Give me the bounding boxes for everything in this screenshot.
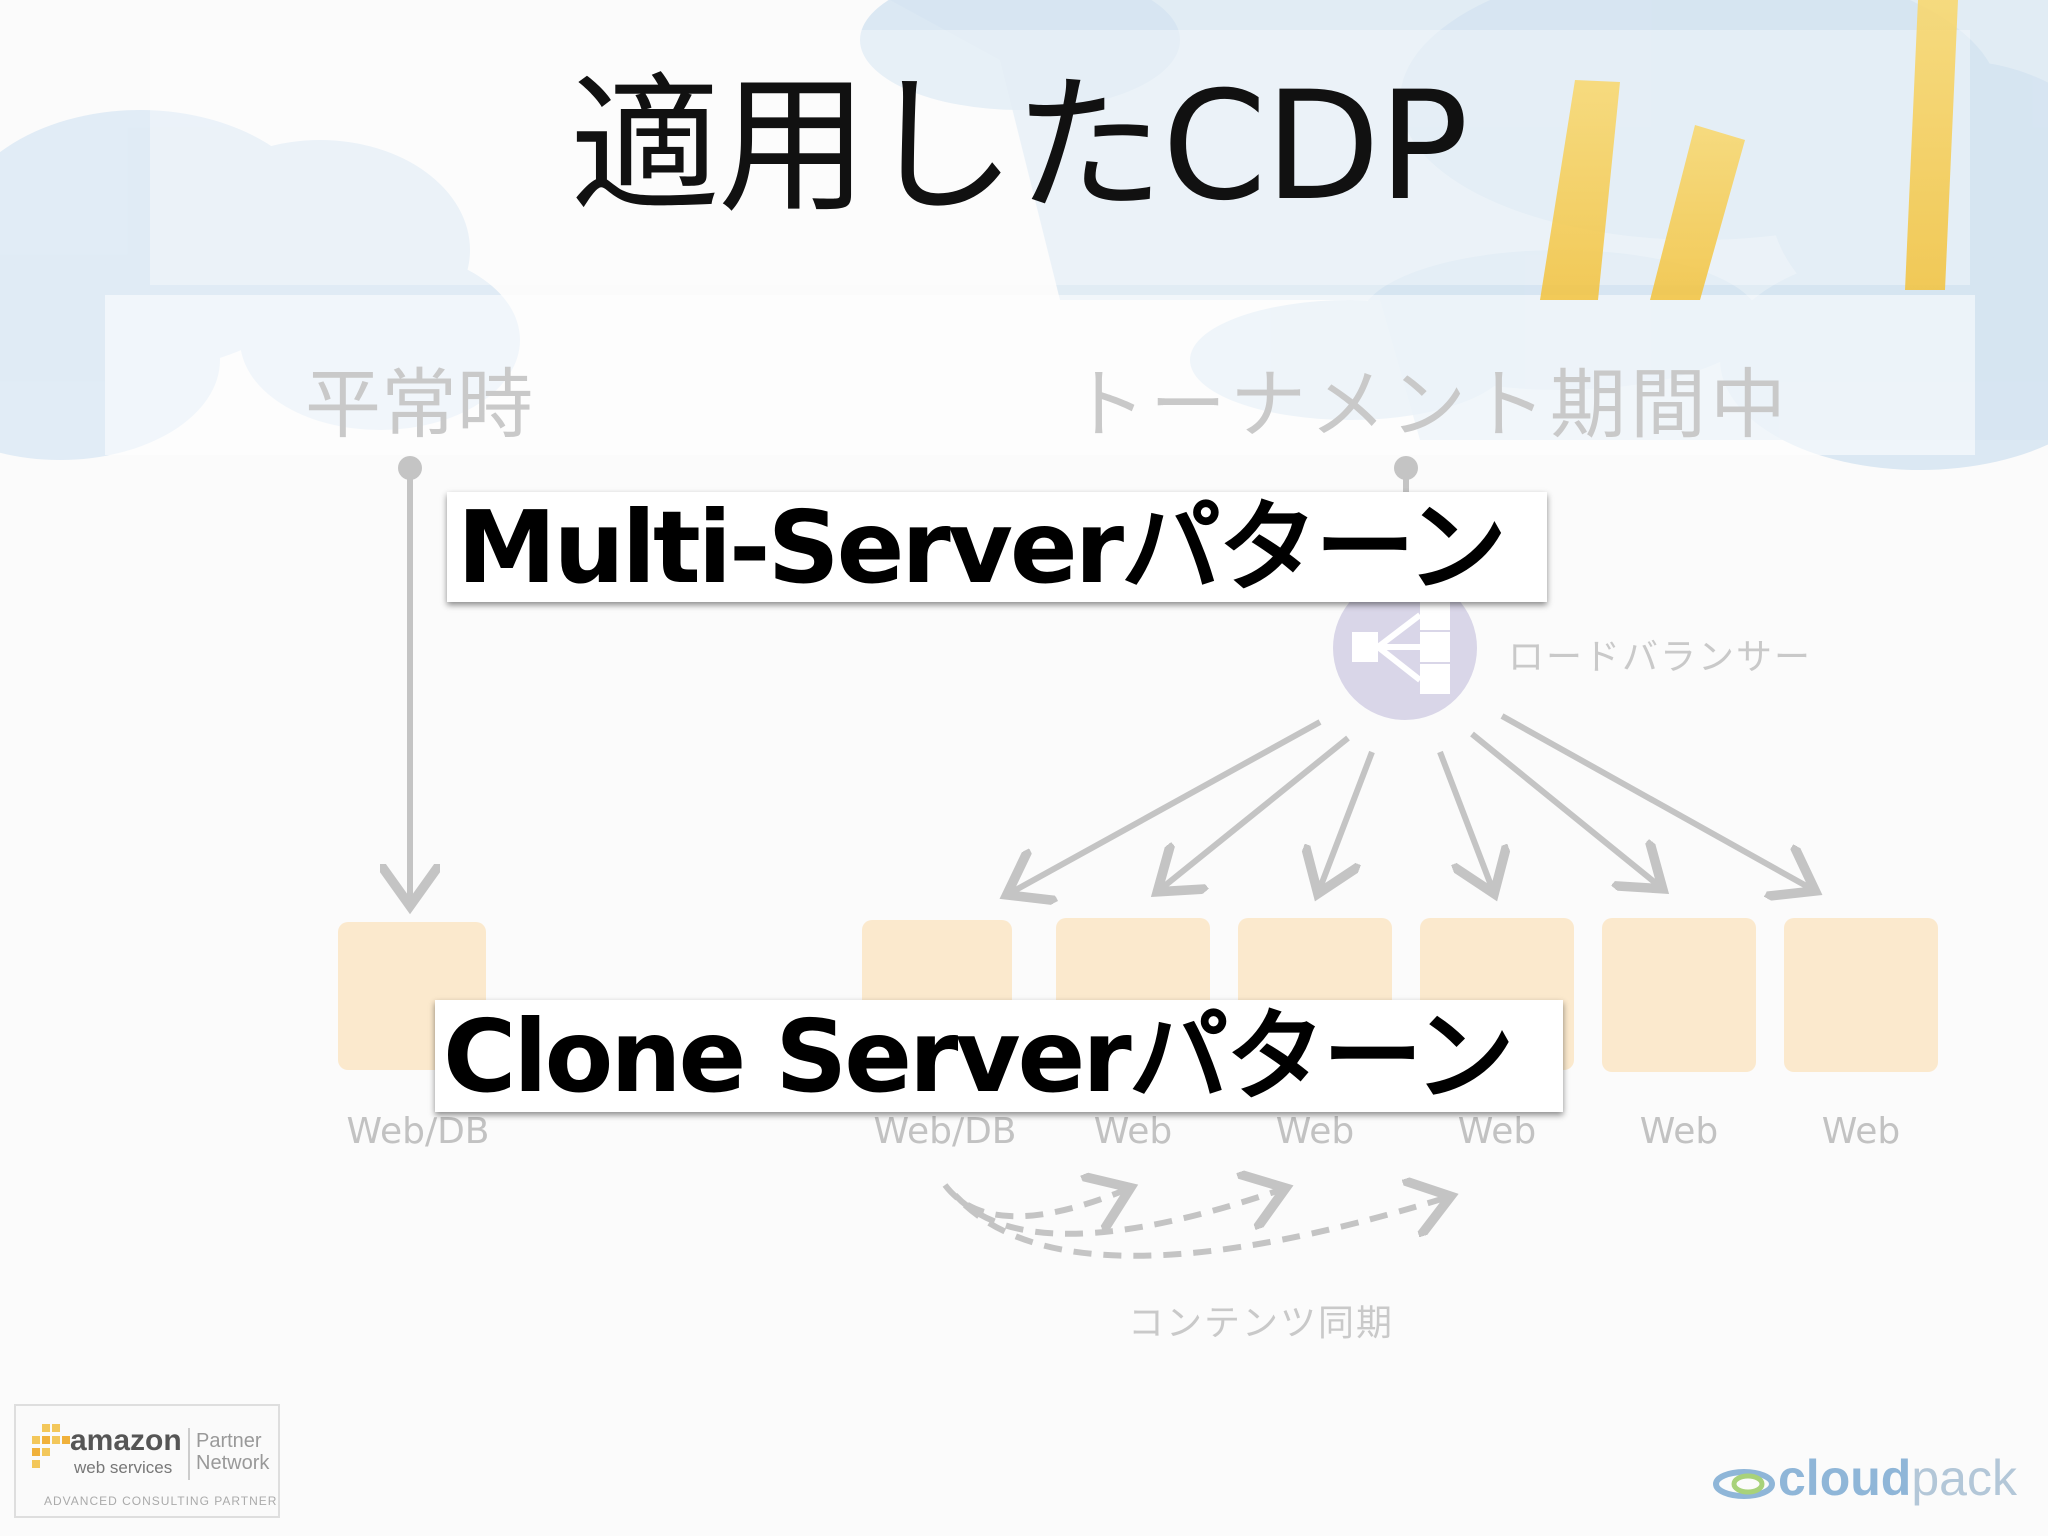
multi-server-pattern-callout: Multi-Serverパターン [447, 492, 1547, 604]
aws-partner-line2: Network [196, 1452, 270, 1474]
aws-webservices-wordmark: web services [74, 1458, 173, 1477]
label-normal-period: 平常時 [305, 360, 533, 449]
server-tournament-label: Web [1093, 1111, 1173, 1152]
server-tournament-label: Web [1275, 1111, 1355, 1152]
aws-logo-divider [188, 1428, 190, 1480]
aws-partner-logo: amazon web services Partner Network ADVA… [14, 1404, 280, 1518]
load-balancer-arrows [1012, 713, 1810, 892]
load-balancer-icon [1333, 576, 1477, 720]
content-sync-arrows [942, 1185, 1445, 1259]
cloudpack-swoosh-icon [1713, 1469, 1775, 1499]
server-normal-webdb-label: Web/DB [346, 1111, 490, 1152]
content-sync-label: コンテンツ同期 [1128, 1303, 1395, 1344]
server-tournament-web-4 [1602, 918, 1756, 1072]
label-tournament-period: トーナメント期間中 [1070, 360, 1790, 449]
slide-title: 適用したCDP [570, 60, 1469, 234]
server-tournament-label: Web [1639, 1111, 1719, 1152]
aws-partner-line1: Partner [196, 1430, 262, 1452]
aws-amazon-wordmark: amazon [70, 1424, 182, 1457]
load-balancer-label: ロードバランサー [1508, 637, 1813, 678]
server-tournament-label: Web [1821, 1111, 1901, 1152]
aws-partner-network-text: Partner Network [196, 1430, 269, 1474]
clone-server-pattern-callout: Clone Serverパターン [435, 1000, 1563, 1114]
cloudpack-logo: cloudpack [1712, 1448, 2032, 1508]
server-tournament-label: Web/DB [873, 1111, 1017, 1152]
cloudpack-pack-text: pack [1911, 1450, 2017, 1506]
aws-cubes-icon [32, 1424, 70, 1468]
server-tournament-label: Web [1457, 1111, 1537, 1152]
aws-consulting-partner-text: ADVANCED CONSULTING PARTNER [44, 1494, 278, 1508]
cloudpack-cloud-text: cloud [1778, 1450, 1912, 1506]
cloudpack-wordmark: cloudpack [1778, 1448, 2017, 1508]
server-tournament-web-5 [1784, 918, 1938, 1072]
